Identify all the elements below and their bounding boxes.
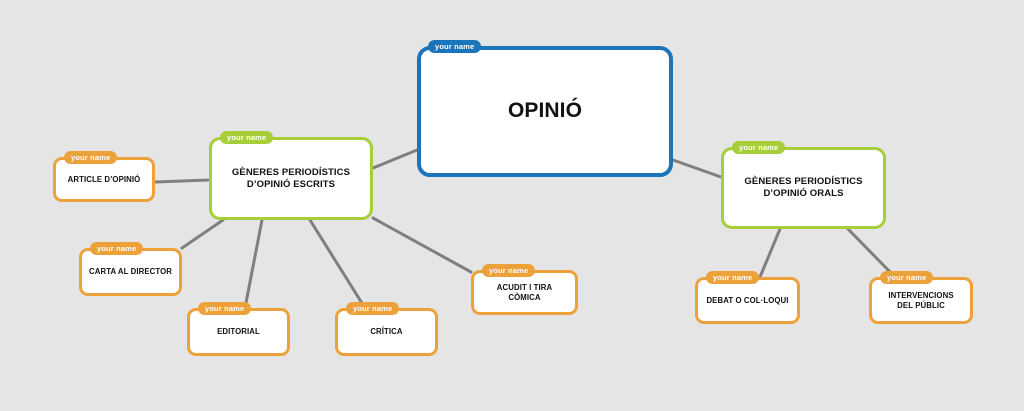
- node-tab-leaf-carta-al-director[interactable]: your name: [90, 242, 144, 255]
- tab-label: your name: [353, 304, 393, 313]
- node-tab-branch-oral[interactable]: your name: [732, 141, 786, 154]
- node-label-line2: D’OPINIÓ ORALS: [763, 188, 844, 199]
- node-leaf-acudit-tira-comica[interactable]: ACUDIT I TIRA CÒMICA: [471, 270, 578, 315]
- node-label-line2: D’OPINIÓ ESCRITS: [246, 178, 336, 190]
- connector-written-to-acudit: [371, 216, 473, 274]
- node-branch-written[interactable]: GÈNERES PERIODÍSTICS D’OPINIÓ ESCRITS: [209, 137, 373, 220]
- node-label: GÈNERES PERIODÍSTICS D’OPINIÓ ORALS: [738, 176, 868, 200]
- connector-written-to-editorial: [243, 218, 264, 310]
- node-tab-leaf-article-opinio[interactable]: your name: [64, 151, 118, 164]
- connector-written-to-carta: [180, 218, 225, 250]
- node-leaf-article-opinio[interactable]: ARTICLE D’OPINIÓ: [53, 157, 155, 202]
- node-tab-leaf-acudit-tira-comica[interactable]: your name: [482, 264, 536, 277]
- node-label-line1: GÈNERES PERIODÍSTICS: [744, 176, 863, 188]
- tab-label: your name: [739, 143, 779, 152]
- node-tab-central[interactable]: your name: [428, 40, 482, 53]
- node-label: DEBAT O COL·LOQUI: [706, 295, 789, 305]
- node-tab-leaf-intervencions-public[interactable]: your name: [880, 271, 934, 284]
- node-leaf-debat-colloqui[interactable]: DEBAT O COL·LOQUI: [695, 277, 800, 324]
- connector-oral-to-debat: [758, 227, 782, 279]
- node-label: OPINIÓ: [507, 99, 583, 123]
- node-tab-branch-written[interactable]: your name: [220, 131, 274, 144]
- connector-central-to-oral: [671, 158, 723, 179]
- connector-written-to-critica: [308, 218, 367, 310]
- tab-label: your name: [205, 304, 245, 313]
- node-label: GÈNERES PERIODÍSTICS D’OPINIÓ ESCRITS: [226, 167, 356, 191]
- tab-label: your name: [97, 244, 137, 253]
- tab-label: your name: [887, 273, 927, 282]
- connector-central-to-written: [371, 148, 419, 170]
- node-label-line1: INTERVENCIONS: [888, 290, 954, 300]
- node-central-opinio[interactable]: OPINIÓ: [417, 46, 673, 177]
- node-leaf-intervencions-public[interactable]: INTERVENCIONS DEL PÚBLIC: [869, 277, 973, 324]
- node-tab-leaf-critica[interactable]: your name: [346, 302, 400, 315]
- tab-label: your name: [713, 273, 753, 282]
- node-tab-leaf-editorial[interactable]: your name: [198, 302, 252, 315]
- node-label-line2: DEL PÚBLIC: [897, 300, 945, 310]
- node-label: ACUDIT I TIRA CÒMICA: [496, 282, 553, 302]
- connector-oral-to-public: [846, 227, 897, 279]
- tab-label: your name: [489, 266, 529, 275]
- node-tab-leaf-debat-colloqui[interactable]: your name: [706, 271, 760, 284]
- node-label: INTERVENCIONS DEL PÚBLIC: [882, 291, 959, 310]
- node-branch-oral[interactable]: GÈNERES PERIODÍSTICS D’OPINIÓ ORALS: [721, 147, 886, 229]
- node-label: EDITORIAL: [217, 327, 260, 337]
- connector-written-to-article: [153, 178, 211, 184]
- tab-label: your name: [71, 153, 111, 162]
- node-label-line1: GÈNERES PERIODÍSTICS: [231, 166, 351, 178]
- tab-label: your name: [227, 133, 267, 142]
- node-leaf-carta-al-director[interactable]: CARTA AL DIRECTOR: [79, 248, 182, 296]
- node-leaf-critica[interactable]: CRÍTICA: [335, 308, 438, 356]
- node-label: CARTA AL DIRECTOR: [89, 267, 172, 277]
- node-label: CRÍTICA: [370, 327, 403, 337]
- tab-label: your name: [435, 42, 475, 51]
- node-label: ARTICLE D’OPINIÓ: [67, 174, 141, 184]
- node-leaf-editorial[interactable]: EDITORIAL: [187, 308, 290, 356]
